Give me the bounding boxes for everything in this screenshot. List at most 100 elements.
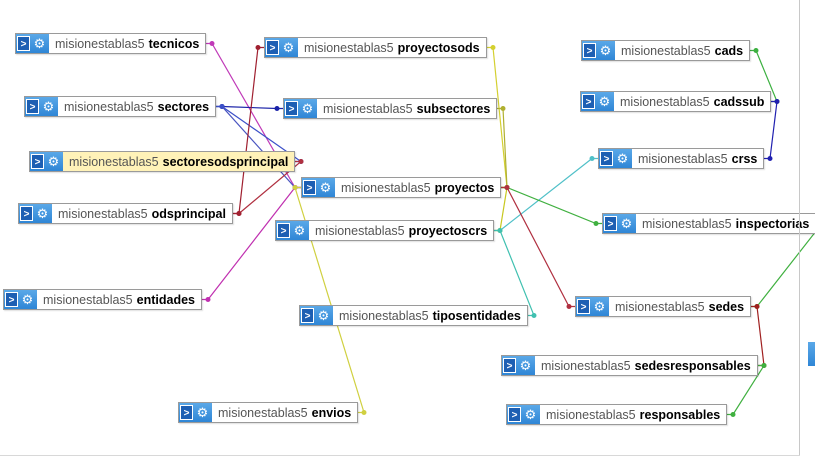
play-icon[interactable]: > (583, 43, 596, 58)
play-icon[interactable]: > (180, 405, 193, 420)
play-icon[interactable]: > (20, 206, 33, 221)
edge-connector-dot[interactable] (767, 156, 773, 161)
table-icon-group[interactable]: >⚙ (507, 405, 540, 424)
table-icon-group[interactable]: >⚙ (284, 99, 317, 118)
gear-icon[interactable]: ⚙ (598, 94, 611, 109)
edge-connector-dot[interactable] (774, 99, 780, 104)
edge-connector-dot[interactable] (274, 106, 280, 111)
gear-icon[interactable]: ⚙ (319, 180, 332, 195)
play-icon[interactable]: > (303, 180, 316, 195)
table-icon-group[interactable]: >⚙ (599, 149, 632, 168)
play-icon[interactable]: > (503, 358, 516, 373)
edge-connector-dot[interactable] (754, 304, 760, 309)
gear-icon[interactable]: ⚙ (21, 292, 34, 307)
table-icon-group[interactable]: >⚙ (502, 356, 535, 375)
edge-connector-dot[interactable] (298, 159, 304, 164)
gear-icon[interactable]: ⚙ (317, 308, 330, 323)
table-icon-group[interactable]: >⚙ (300, 306, 333, 325)
play-icon[interactable]: > (604, 216, 617, 231)
play-icon[interactable]: > (31, 154, 44, 169)
gear-icon[interactable]: ⚙ (36, 206, 49, 221)
play-icon[interactable]: > (5, 292, 18, 307)
table-icon-group[interactable]: >⚙ (19, 204, 52, 223)
gear-icon[interactable]: ⚙ (524, 407, 537, 422)
table-icon-group[interactable]: >⚙ (603, 214, 636, 233)
play-icon[interactable]: > (285, 101, 298, 116)
relation-edge-envios-proyectos[interactable] (294, 186, 365, 414)
play-icon[interactable]: > (26, 99, 39, 114)
edge-connector-dot[interactable] (761, 363, 767, 368)
table-icon-group[interactable]: >⚙ (25, 97, 58, 116)
table-icon-group[interactable]: >⚙ (302, 178, 335, 197)
gear-icon[interactable]: ⚙ (293, 223, 306, 238)
gear-icon[interactable]: ⚙ (599, 43, 612, 58)
gear-icon[interactable]: ⚙ (282, 40, 295, 55)
table-icon-group[interactable]: >⚙ (4, 290, 37, 309)
edge-connector-dot[interactable] (504, 185, 510, 190)
edge-connector-dot[interactable] (593, 221, 599, 226)
table-icon-group[interactable]: >⚙ (16, 34, 49, 53)
gear-icon[interactable]: ⚙ (519, 358, 532, 373)
play-icon[interactable]: > (577, 299, 590, 314)
edge-connector-dot[interactable] (255, 45, 261, 50)
edge-connector-dot[interactable] (497, 228, 503, 233)
relation-edge-crss-proyectoscrs[interactable] (494, 157, 598, 232)
gear-icon[interactable]: ⚙ (593, 299, 606, 314)
edge-connector-dot[interactable] (500, 106, 506, 111)
gear-icon[interactable]: ⚙ (42, 99, 55, 114)
relation-edge-inspectorias-sedes[interactable] (751, 224, 815, 308)
table-icon-group[interactable]: >⚙ (179, 403, 212, 422)
play-icon[interactable]: > (582, 94, 595, 109)
edge-connector-dot[interactable] (730, 412, 736, 417)
edge-connector-dot[interactable] (753, 48, 759, 53)
offscreen-table-stub[interactable] (807, 342, 815, 366)
table-icon-group[interactable]: >⚙ (265, 38, 298, 57)
play-icon[interactable]: > (266, 40, 279, 55)
edge-connector-dot[interactable] (236, 211, 242, 216)
edge-connector-dot[interactable] (292, 185, 298, 190)
edge-connector-dot[interactable] (219, 104, 225, 109)
relation-edge-responsables-sedesresponsables[interactable] (727, 364, 766, 416)
gear-icon[interactable]: ⚙ (301, 101, 314, 116)
table-icon-group[interactable]: >⚙ (582, 41, 615, 60)
play-icon[interactable]: > (277, 223, 290, 238)
gear-icon[interactable]: ⚙ (33, 36, 46, 51)
table-icon-group[interactable]: >⚙ (581, 92, 614, 111)
gear-icon[interactable]: ⚙ (196, 405, 209, 420)
play-icon[interactable]: > (301, 308, 314, 323)
edge-connector-dot[interactable] (490, 45, 496, 50)
edge-connector-dot[interactable] (566, 304, 572, 309)
table-icon-group[interactable]: >⚙ (576, 297, 609, 316)
gear-icon[interactable]: ⚙ (47, 154, 60, 169)
gear-icon[interactable]: ⚙ (620, 216, 633, 231)
play-icon[interactable]: > (17, 36, 30, 51)
table-icon-group[interactable]: >⚙ (30, 152, 63, 171)
table-icon-group[interactable]: >⚙ (276, 221, 309, 240)
edge-connector-dot[interactable] (589, 156, 595, 161)
relation-edge-proyectos-sedes[interactable] (501, 186, 575, 308)
edge-connector-dot[interactable] (361, 410, 367, 415)
relation-edge-odsprincipal-proyectosods[interactable] (233, 46, 264, 215)
play-icon[interactable]: > (600, 151, 613, 166)
relation-edge-cadssub-crss[interactable] (764, 100, 778, 160)
edge-connector-dot[interactable] (531, 313, 537, 318)
relation-edge-tiposentidades-proyectoscrs[interactable] (494, 229, 535, 317)
